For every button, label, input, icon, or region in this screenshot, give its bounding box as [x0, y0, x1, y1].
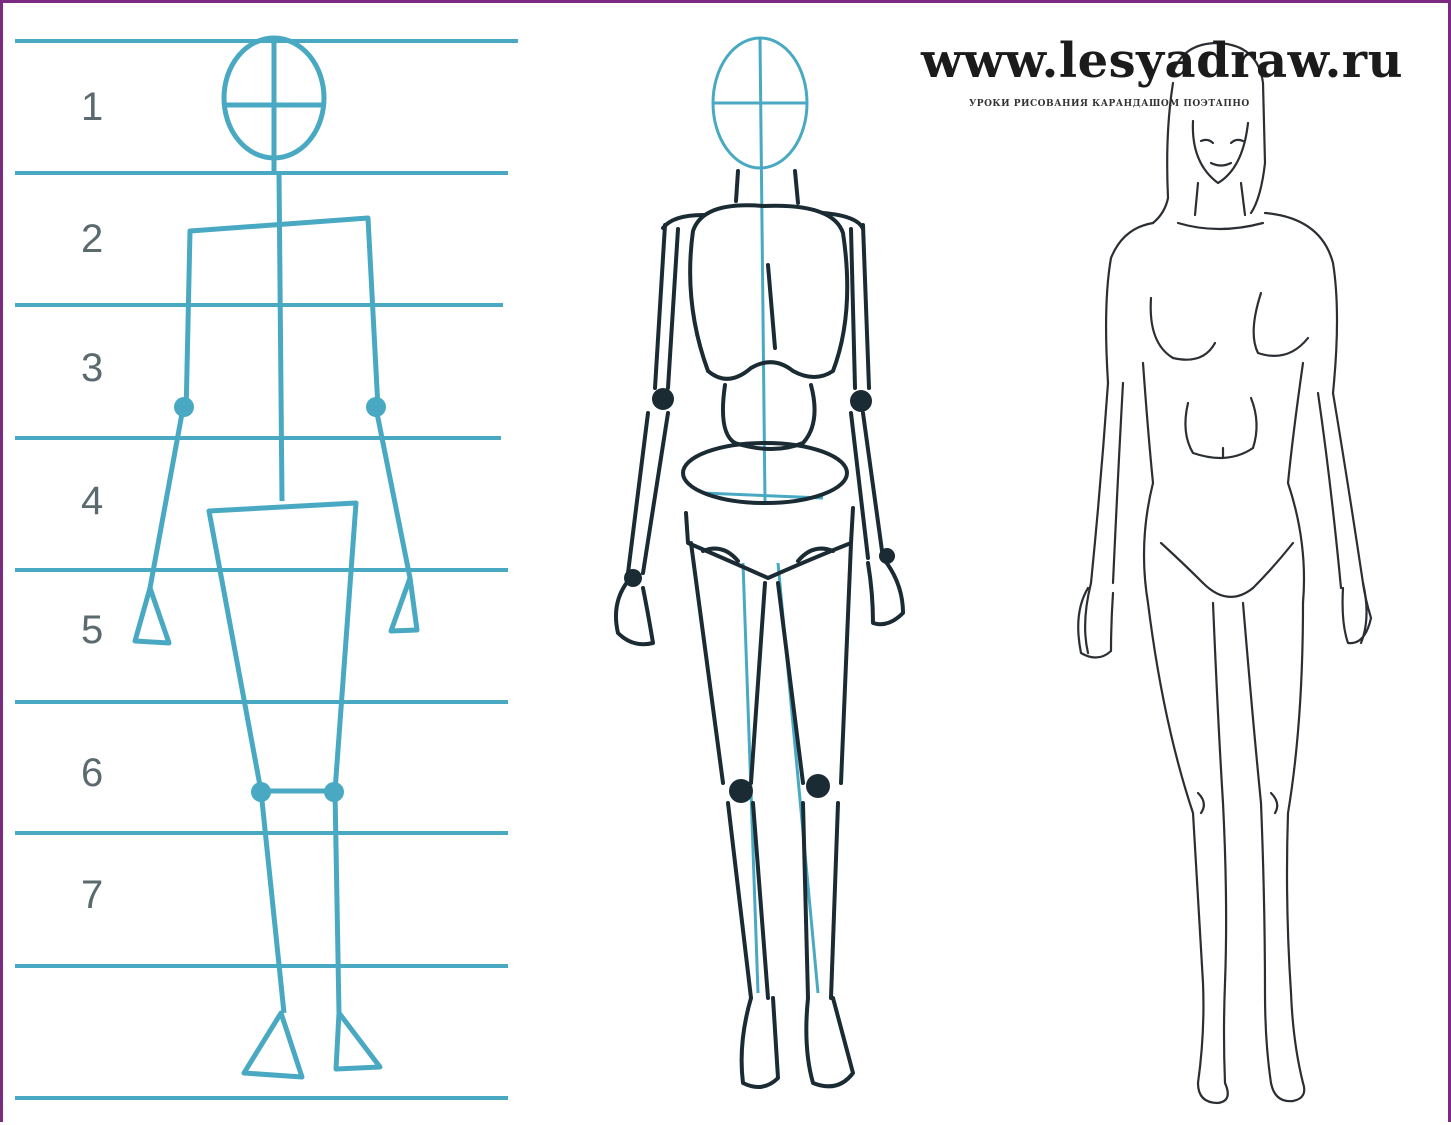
stick-figure: [135, 38, 417, 1077]
row-label-4: 4: [81, 479, 103, 524]
mannequin-sketch: [616, 171, 903, 1087]
row-label-7: 7: [81, 873, 103, 918]
proportion-guide-lines: [15, 41, 518, 1098]
watermark-tagline: УРОКИ РИСОВАНИЯ КАРАНДАШОМ ПОЭТАПНО: [969, 99, 1250, 109]
figure-drawing-canvas: [3, 3, 1451, 1125]
watermark-site: www.lesyadraw.ru: [921, 37, 1403, 85]
row-label-6: 6: [81, 751, 103, 796]
female-figure-sketch: [1078, 43, 1371, 1103]
row-label-1: 1: [81, 85, 103, 130]
row-label-5: 5: [81, 608, 103, 653]
row-label-3: 3: [81, 346, 103, 391]
row-label-2: 2: [81, 217, 103, 262]
